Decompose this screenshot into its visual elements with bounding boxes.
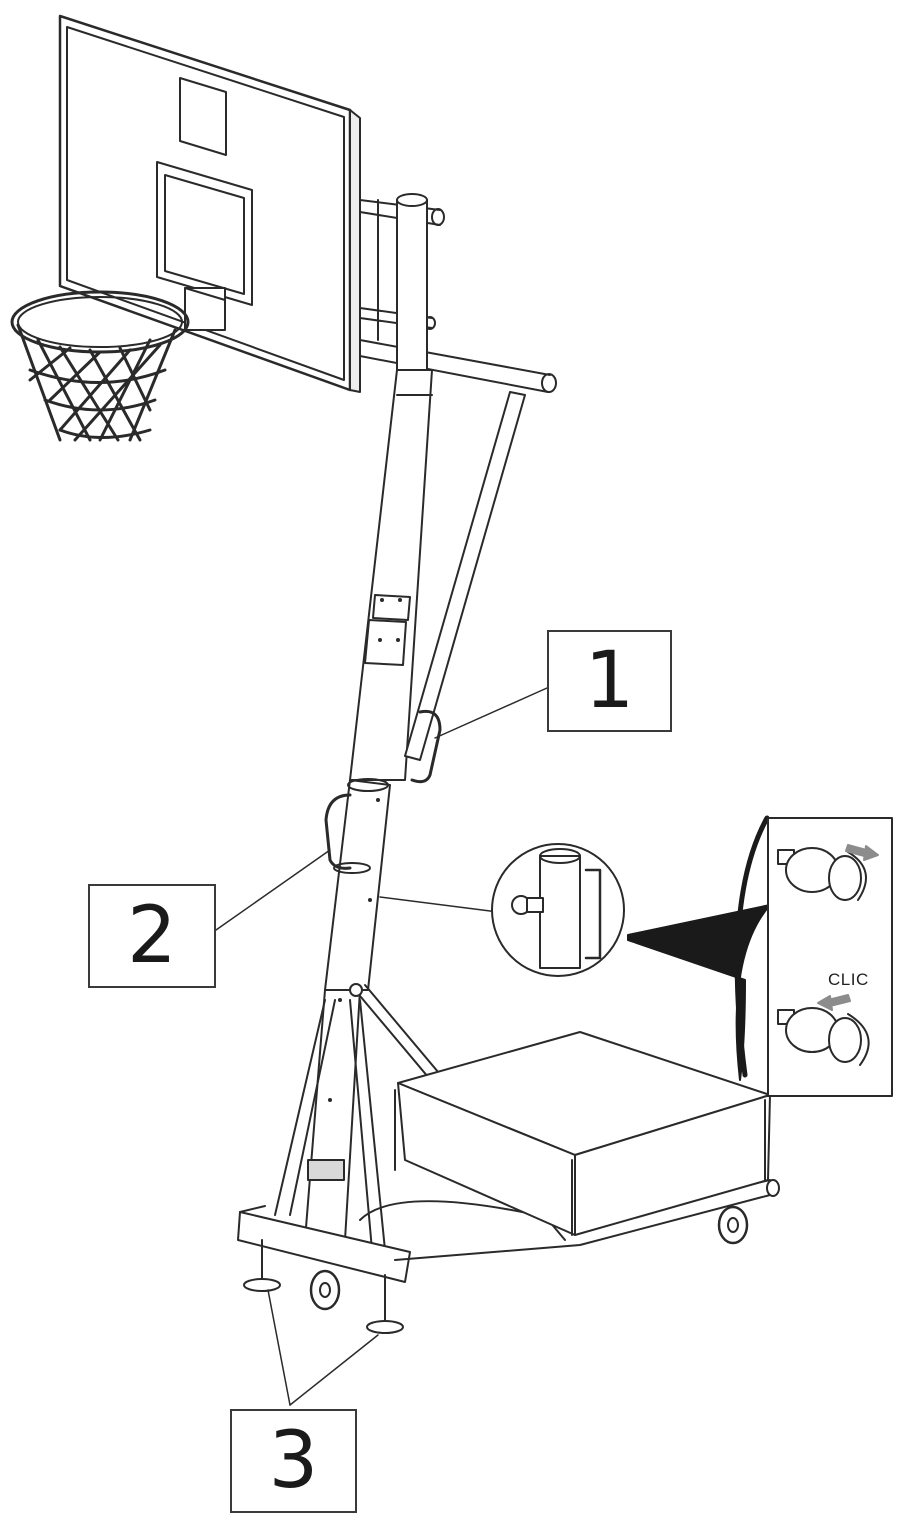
callout-leaders	[215, 687, 548, 1406]
support-strut	[404, 391, 526, 784]
knob-unlocked-illustration	[777, 844, 879, 901]
backboard-bracket	[359, 199, 557, 393]
knob-locked-illustration	[777, 994, 870, 1066]
callout-1: 1	[547, 630, 672, 732]
base-frame	[237, 983, 780, 1334]
ballast-box	[394, 1031, 771, 1236]
callout-2: 2	[88, 884, 216, 988]
handle-2	[324, 793, 352, 870]
callout-3: 3	[230, 1409, 357, 1513]
clic-detail-panel	[767, 817, 893, 1097]
detail-magnifier	[491, 843, 625, 977]
detail-pointer	[627, 904, 771, 1081]
callout-2-label: 2	[127, 891, 177, 981]
clic-label: CLIC	[828, 970, 869, 989]
rim-and-net	[10, 287, 226, 442]
callout-3-label: 3	[268, 1416, 319, 1506]
callout-1-label: 1	[584, 636, 635, 726]
backboard	[58, 14, 361, 393]
main-pole	[304, 193, 433, 1241]
